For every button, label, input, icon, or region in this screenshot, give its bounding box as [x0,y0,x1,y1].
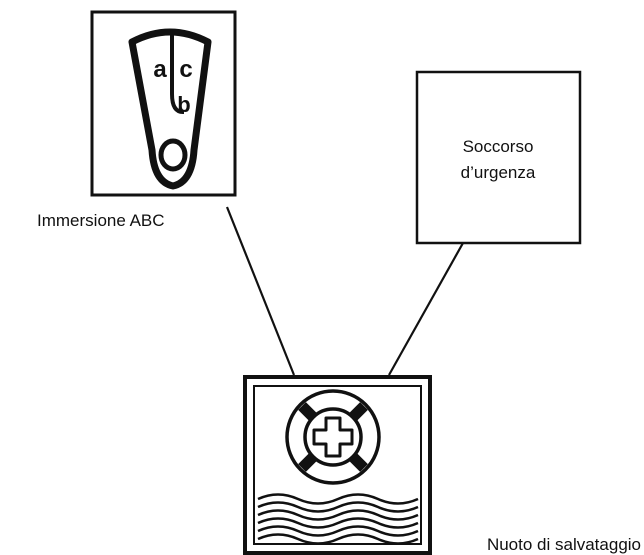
connector-abc-to-lifesaving [225,206,296,376]
diving-zipper-icon [128,28,212,190]
box-soccorso-urgenza: Soccorso d’urgenza [415,70,582,245]
label-immersione-abc: Immersione ABC [37,211,165,230]
connector-first-aid-to-lifesaving [388,242,464,376]
icon-letter-b: b [177,92,190,117]
badge-nuoto-salvataggio: Nuoto di salvataggio [243,375,641,555]
badge-immersione-abc: a c b Immersione ABC [37,10,237,230]
lifebuoy-cross-waves-icon [257,389,419,545]
label-nuoto-salvataggio: Nuoto di salvataggio [487,535,641,554]
box-soccorso-frame [415,70,582,245]
label-soccorso-line-1: Soccorso [463,137,534,156]
badge-nuoto-inner-frame [253,385,422,545]
icon-letter-c: c [179,56,192,83]
label-soccorso-line-2: d’urgenza [461,163,536,182]
icon-letter-a: a [153,56,167,83]
